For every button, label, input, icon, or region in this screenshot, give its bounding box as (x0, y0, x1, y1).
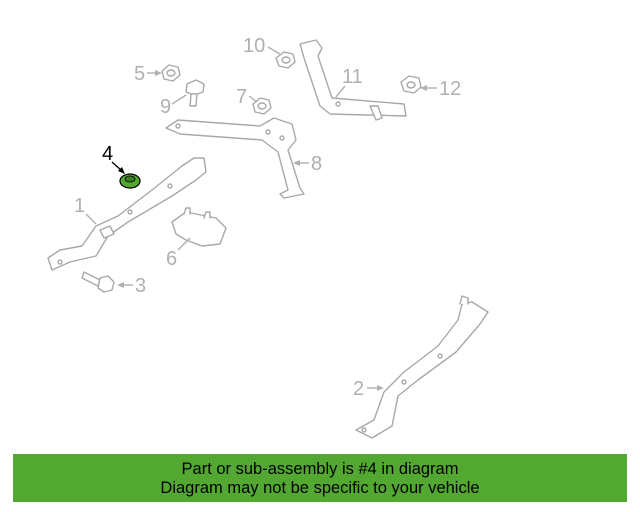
part-6-bracket[interactable] (171, 207, 227, 247)
callout-6: 6 (166, 248, 177, 270)
leader-6 (177, 237, 191, 251)
part-3-bolt[interactable] (81, 271, 115, 293)
part-2-frame-rail[interactable] (355, 295, 489, 439)
part-11-bracket[interactable] (299, 39, 407, 121)
callout-4: 4 (102, 143, 113, 165)
callout-5: 5 (134, 63, 145, 85)
callout-9: 9 (160, 96, 171, 118)
leader-9 (171, 94, 187, 105)
leader-1 (85, 213, 97, 225)
part-12-nut[interactable] (400, 75, 422, 94)
callout-11: 11 (342, 66, 363, 88)
part-8-crossmember[interactable] (165, 117, 305, 199)
callout-1: 1 (74, 195, 85, 217)
callout-7: 7 (236, 86, 247, 108)
part-1-frame-rail[interactable] (47, 157, 207, 271)
leader-10 (267, 46, 281, 55)
leader-7 (248, 95, 258, 103)
callout-12: 12 (439, 78, 461, 100)
banner-line-2: Diagram may not be specific to your vehi… (160, 479, 480, 497)
info-banner: Part or sub-assembly is #4 in diagram Di… (13, 454, 627, 502)
callout-8: 8 (311, 153, 322, 175)
callout-3: 3 (135, 275, 146, 297)
part-10-nut[interactable] (275, 51, 296, 69)
parts-diagram: 10 11 12 5 9 7 8 (47, 35, 489, 439)
part-4-highlighted[interactable] (119, 173, 141, 189)
part-5-nut[interactable] (161, 64, 181, 82)
part-9-bolt[interactable] (185, 79, 205, 107)
banner-line-1: Part or sub-assembly is #4 in diagram (181, 460, 459, 478)
leader-11 (335, 85, 346, 98)
callout-2: 2 (353, 378, 364, 400)
part-7-nut[interactable] (252, 97, 272, 115)
callout-10: 10 (243, 35, 265, 57)
